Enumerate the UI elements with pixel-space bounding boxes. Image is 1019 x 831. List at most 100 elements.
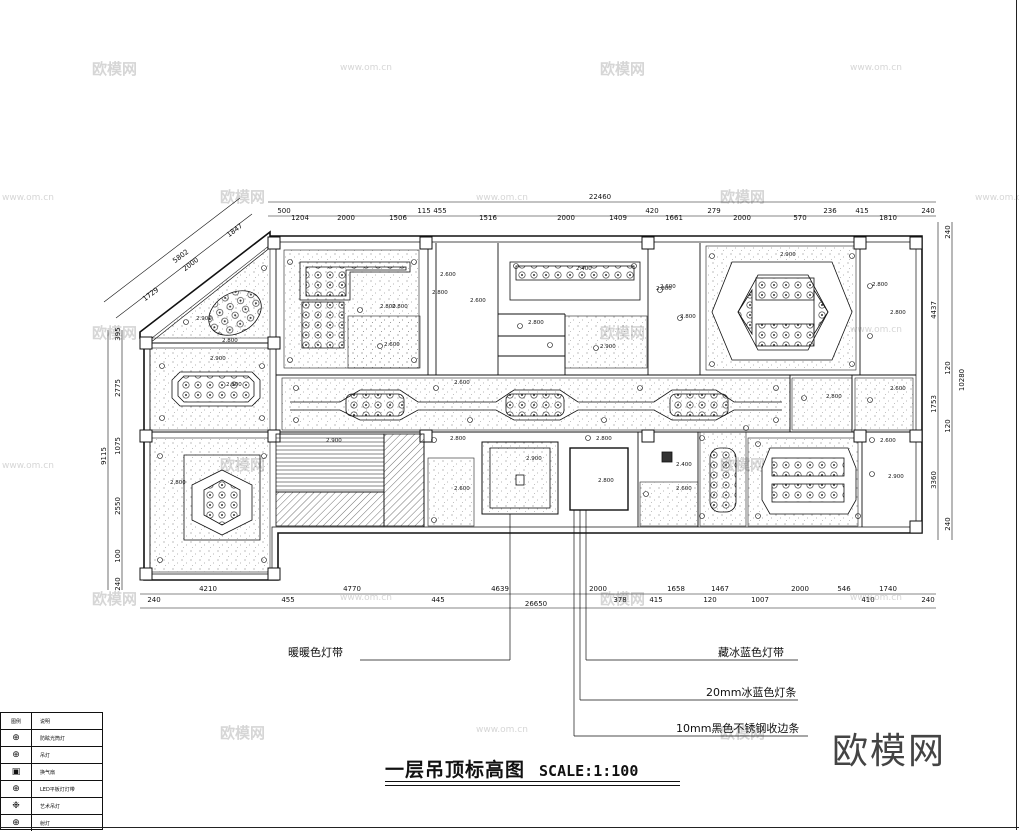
top-dimensions: 22460 500 1204 2000 1506 115 455 1516 20… bbox=[277, 193, 934, 222]
elevation-label: 2.600 bbox=[470, 298, 486, 304]
dim-top: 236 bbox=[823, 207, 837, 215]
elevation-label: 2.900 bbox=[780, 252, 796, 258]
wm-logo: 欧模网 bbox=[600, 60, 645, 78]
elevation-label: 2.600 bbox=[676, 486, 692, 492]
wm-logo: 欧模网 bbox=[720, 188, 765, 206]
elevation-label: 2.600 bbox=[384, 342, 400, 348]
led-icon: ⊕ bbox=[1, 781, 32, 797]
dim-left: 1075 bbox=[114, 437, 122, 455]
brand-logo: 欧模网 bbox=[832, 731, 947, 772]
elevation-label: 2.800 bbox=[872, 282, 888, 288]
dim-top: 415 bbox=[855, 207, 868, 215]
dim-right: 240 bbox=[944, 517, 952, 530]
left-dimensions: 2775 1075 2550 100 240 9115 395 bbox=[100, 327, 122, 590]
dim-top: 115 bbox=[417, 207, 430, 215]
dim-left: 100 bbox=[114, 549, 122, 562]
elevation-label: 2.900 bbox=[888, 474, 904, 480]
elevation-label: 2.400 bbox=[576, 266, 592, 272]
sheet-border-bottom bbox=[0, 827, 1019, 828]
dim-top: 500 bbox=[277, 207, 290, 215]
dim-top: 455 bbox=[433, 207, 446, 215]
dim-bottom: 240 bbox=[921, 596, 934, 604]
elevation-label: 2.800 bbox=[380, 304, 396, 310]
dim-diag: 1847 bbox=[225, 222, 244, 239]
legend-label: 射灯 bbox=[40, 820, 51, 827]
elevation-label: 2.800 bbox=[890, 310, 906, 316]
dim-top-total: 22460 bbox=[589, 193, 611, 201]
wm-url: www.om.cn bbox=[850, 325, 902, 335]
elevation-label: 2.600 bbox=[660, 284, 676, 290]
elevation-label: 2.800 bbox=[528, 320, 544, 326]
legend-row: ⊕ 射灯 bbox=[1, 815, 102, 831]
elevation-label: 2.800 bbox=[392, 304, 408, 310]
dim-bottom: 2000 bbox=[791, 585, 809, 593]
elevation-label: 2.600 bbox=[454, 486, 470, 492]
legend-row: ▣ 换气扇 bbox=[1, 764, 102, 781]
dim-bottom: 410 bbox=[861, 596, 874, 604]
dim-top: 1810 bbox=[879, 214, 897, 222]
dim-bottom-total: 26650 bbox=[525, 600, 547, 608]
wm-logo: 欧模网 bbox=[720, 724, 765, 742]
dim-top: 1661 bbox=[665, 214, 683, 222]
stair-area bbox=[275, 433, 425, 527]
legend-header-symbol: 图例 bbox=[1, 713, 32, 729]
elevation-label: 2.900 bbox=[210, 356, 226, 362]
dim-bottom: 445 bbox=[431, 596, 444, 604]
wm-logo: 欧模网 bbox=[220, 724, 265, 742]
title-underline-thin bbox=[385, 785, 680, 786]
legend-label: 换气扇 bbox=[40, 769, 56, 776]
dim-right: 240 bbox=[944, 225, 952, 238]
dim-top: 2000 bbox=[337, 214, 355, 222]
elevation-label: 2.800 bbox=[450, 436, 466, 442]
legend-label: LED平板灯灯带 bbox=[40, 786, 75, 793]
dim-right: 4437 bbox=[930, 301, 938, 319]
legend-label: 艺术吊灯 bbox=[40, 803, 61, 810]
dim-right: 3360 bbox=[930, 471, 938, 489]
dim-left-total: 9115 bbox=[100, 447, 108, 465]
dim-top: 279 bbox=[707, 207, 720, 215]
bottom-dimensions: 26650 240 4210 455 4770 445 4639 2000 37… bbox=[147, 585, 934, 608]
wm-logo: 欧模网 bbox=[600, 590, 645, 608]
dim-top: 1506 bbox=[389, 214, 407, 222]
sheet-border-right bbox=[1016, 0, 1017, 830]
dim-top: 570 bbox=[793, 214, 806, 222]
dim-left: 2775 bbox=[114, 379, 122, 397]
dim-right-total: 10280 bbox=[958, 369, 966, 391]
elevation-label: 2.600 bbox=[880, 438, 896, 444]
dim-bottom: 546 bbox=[837, 585, 851, 593]
dim-bottom: 4639 bbox=[491, 585, 509, 593]
wm-url: www.om.cn bbox=[340, 593, 392, 603]
dim-bottom: 4210 bbox=[199, 585, 217, 593]
elevation-label: 2.800 bbox=[598, 478, 614, 484]
downlight-icon: ⊕ bbox=[1, 730, 32, 746]
callout-ice-blue-bar: 20mm冰蓝色灯条 bbox=[706, 685, 796, 699]
legend-row: ⊕ LED平板灯灯带 bbox=[1, 781, 102, 798]
wm-url: www.om.cn bbox=[340, 63, 392, 73]
callout-steel-edge: 10mm黑色不锈钢收边条 bbox=[676, 721, 799, 735]
dim-bottom: 120 bbox=[703, 596, 716, 604]
dim-diag: 1729 bbox=[141, 286, 160, 303]
wm-logo: 欧模网 bbox=[220, 188, 265, 206]
ceiling-features bbox=[171, 261, 857, 541]
elevation-label: 2.800 bbox=[680, 314, 696, 320]
dim-bottom: 240 bbox=[147, 596, 160, 604]
elevation-label: 2.800 bbox=[656, 286, 672, 292]
dim-right: 120 bbox=[944, 361, 952, 374]
spot-icon: ⊕ bbox=[1, 815, 32, 831]
dimension-lines bbox=[103, 197, 953, 609]
elevation-label: 2.600 bbox=[454, 380, 470, 386]
elevation-label: 2.800 bbox=[226, 382, 242, 388]
dim-left-small: 395 bbox=[114, 327, 122, 340]
title-underline bbox=[385, 781, 680, 782]
elevation-label: 2.900 bbox=[196, 316, 212, 322]
legend-row: ⊕ 防眩光筒灯 bbox=[1, 730, 102, 747]
wm-logo: 欧模网 bbox=[92, 324, 137, 342]
elevation-label: 2.600 bbox=[440, 272, 456, 278]
art-lamp-icon: ❉ bbox=[1, 798, 32, 814]
legend-row: ⊕ 吊灯 bbox=[1, 747, 102, 764]
dim-top: 420 bbox=[645, 207, 658, 215]
wm-url: www.om.cn bbox=[850, 63, 902, 73]
wm-url: www.om.cn bbox=[476, 193, 528, 203]
